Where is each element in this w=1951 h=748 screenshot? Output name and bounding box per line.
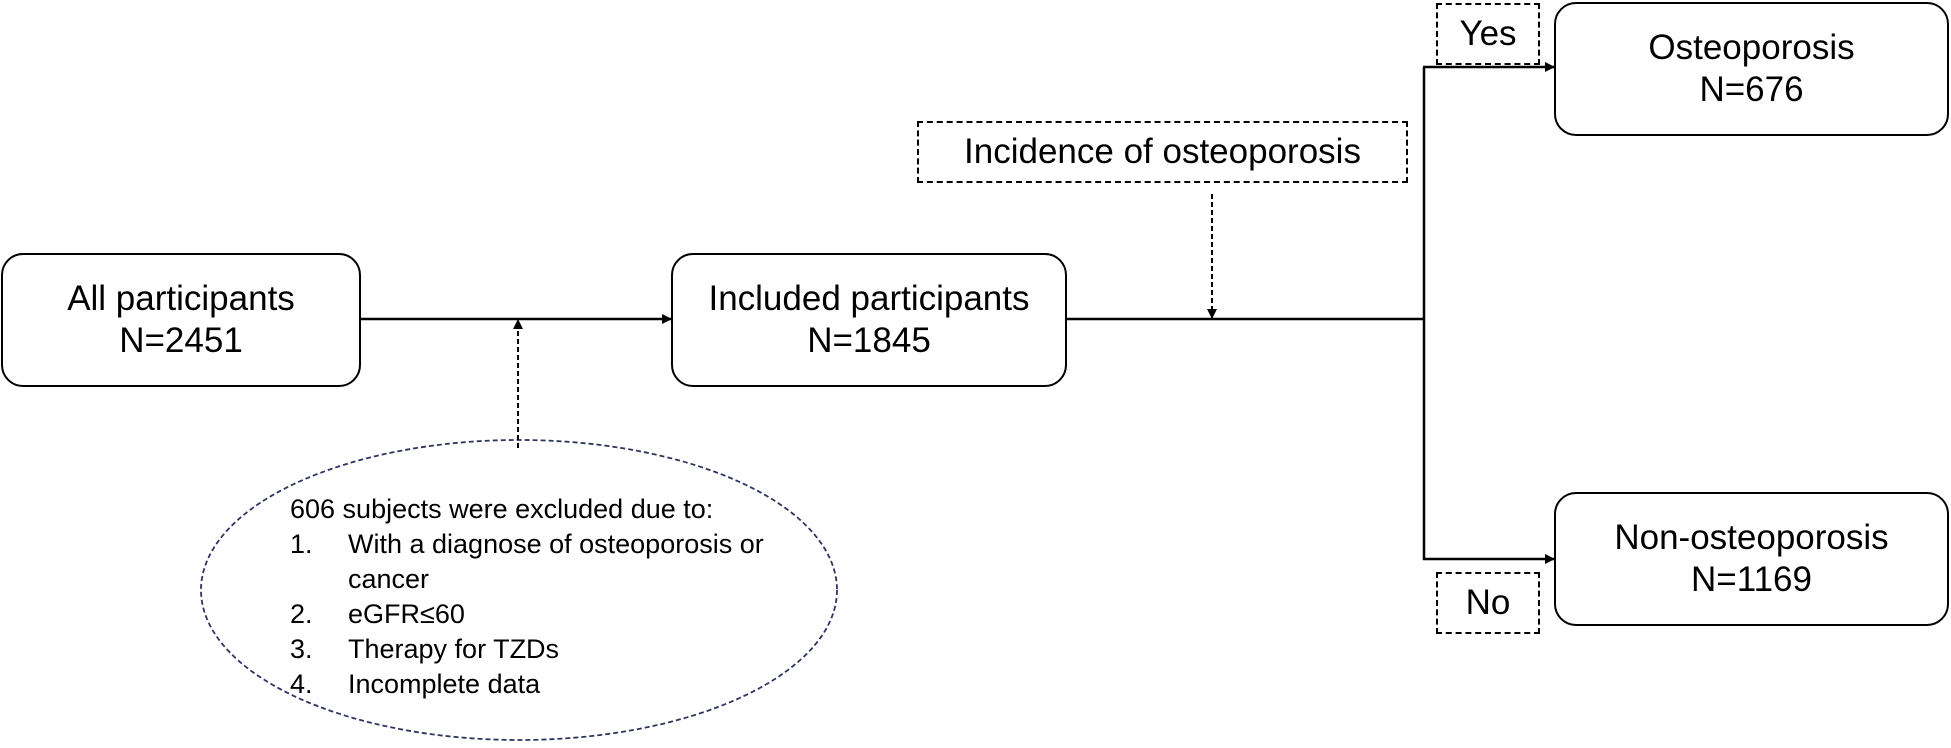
exclusion-item-text: eGFR≤60 <box>348 599 465 629</box>
no-label: No <box>1436 572 1540 634</box>
box-non-osteoporosis: Non-osteoporosis N=1169 <box>1554 492 1949 626</box>
osteoporosis-count: N=676 <box>1699 70 1804 109</box>
exclusion-item-text: Therapy for TZDs <box>348 634 560 664</box>
exclusion-item: 1. With a diagnose of osteoporosis or ca… <box>290 527 830 597</box>
exclusion-item-text: Incomplete data <box>348 669 541 699</box>
exclusion-item-number: 1. <box>290 529 313 559</box>
non-osteoporosis-title: Non-osteoporosis <box>1614 518 1889 557</box>
all-participants-count: N=2451 <box>119 321 243 360</box>
exclusion-intro: 606 subjects were excluded due to: <box>290 494 714 524</box>
yes-label: Yes <box>1436 3 1540 65</box>
osteoporosis-title: Osteoporosis <box>1648 28 1855 67</box>
exclusion-item: 4. Incomplete data <box>290 667 830 702</box>
exclusion-list: 1. With a diagnose of osteoporosis or ca… <box>290 527 830 702</box>
box-osteoporosis: Osteoporosis N=676 <box>1554 2 1949 136</box>
exclusion-item-text: With a diagnose of osteoporosis or cance… <box>348 529 764 594</box>
exclusion-criteria: 606 subjects were excluded due to: 1. Wi… <box>290 492 830 702</box>
exclusion-item: 2. eGFR≤60 <box>290 597 830 632</box>
exclusion-item: 3. Therapy for TZDs <box>290 632 830 667</box>
incidence-label: Incidence of osteoporosis <box>917 121 1408 183</box>
included-participants-count: N=1845 <box>807 321 931 360</box>
non-osteoporosis-count: N=1169 <box>1691 560 1812 599</box>
box-all-participants: All participants N=2451 <box>1 253 361 387</box>
all-participants-title: All participants <box>67 279 295 318</box>
exclusion-item-number: 3. <box>290 634 313 664</box>
box-included-participants: Included participants N=1845 <box>671 253 1067 387</box>
included-participants-title: Included participants <box>708 279 1030 318</box>
exclusion-item-number: 4. <box>290 669 313 699</box>
exclusion-item-number: 2. <box>290 599 313 629</box>
